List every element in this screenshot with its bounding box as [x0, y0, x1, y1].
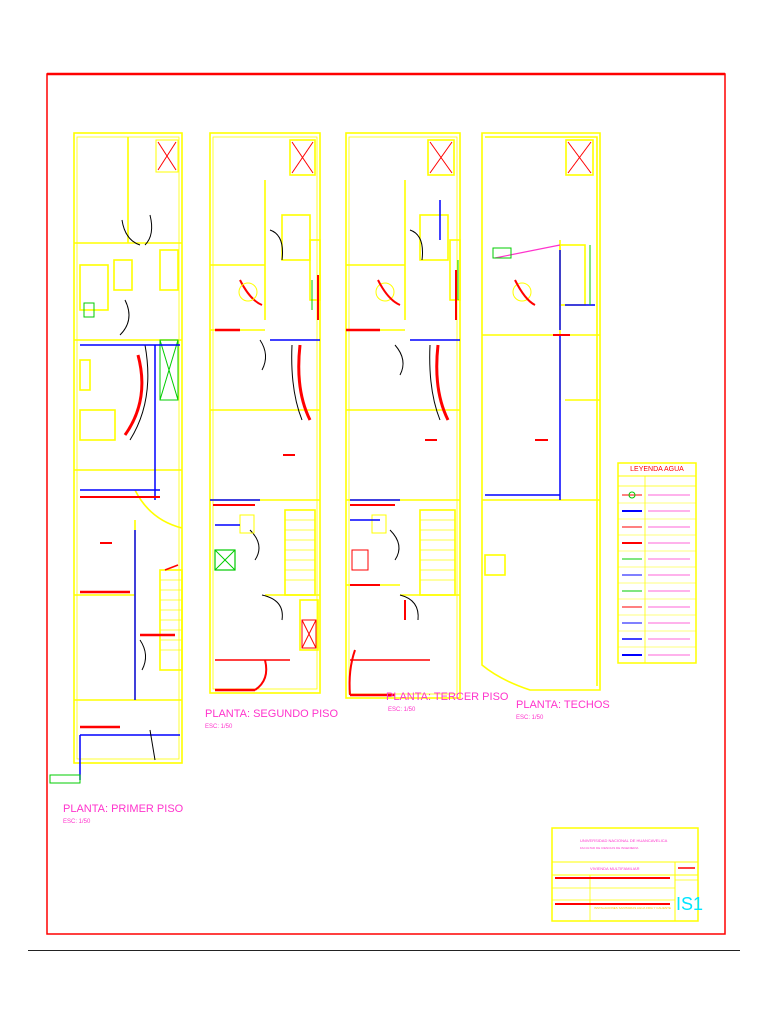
title-block-sheet-code: IS1 — [676, 894, 704, 914]
plan-tercer-piso-detail — [346, 141, 460, 697]
plan-title-primer-piso: PLANTA: PRIMER PISO — [63, 803, 184, 815]
title-block-university: UNIVERSIDAD NACIONAL DE HUANCAVELICA — [580, 838, 668, 843]
title-block-faculty: FACULTAD DE CIENCIAS DE INGENIERIA — [580, 846, 639, 850]
plan-title-techos: PLANTA: TECHOS — [516, 699, 610, 711]
plan-techos-detail — [485, 141, 595, 500]
plan-primer-piso — [73, 132, 183, 764]
legend-table — [617, 462, 697, 664]
plan-primer-piso-detail — [49, 139, 180, 784]
plan-techos — [481, 132, 601, 691]
plan-title-tercer-piso: PLANTA: TERCER PISO — [386, 691, 509, 703]
plan-title-segundo-piso: PLANTA: SEGUNDO PISO — [205, 708, 339, 720]
plan-segundo-piso-detail — [210, 141, 320, 692]
plan-scale-segundo-piso: ESC: 1/50 — [205, 724, 233, 730]
title-block-frame — [551, 827, 699, 922]
title-block-drawing: INSTALACIONES SANITARIAS AGUA FRIA Y CAL… — [594, 906, 671, 910]
page-bottom-rule — [28, 950, 740, 951]
plan-segundo-piso — [209, 132, 321, 694]
legend-title: LEYENDA AGUA — [630, 466, 684, 473]
title-block-project: VIVIENDA MULTIFAMILIAR — [590, 866, 640, 871]
plan-scale-tercer-piso: ESC: 1/50 — [388, 707, 416, 713]
plan-scale-primer-piso: ESC: 1/50 — [63, 819, 91, 825]
plan-tercer-piso — [345, 132, 461, 699]
plan-scale-techos: ESC: 1/50 — [516, 715, 544, 721]
